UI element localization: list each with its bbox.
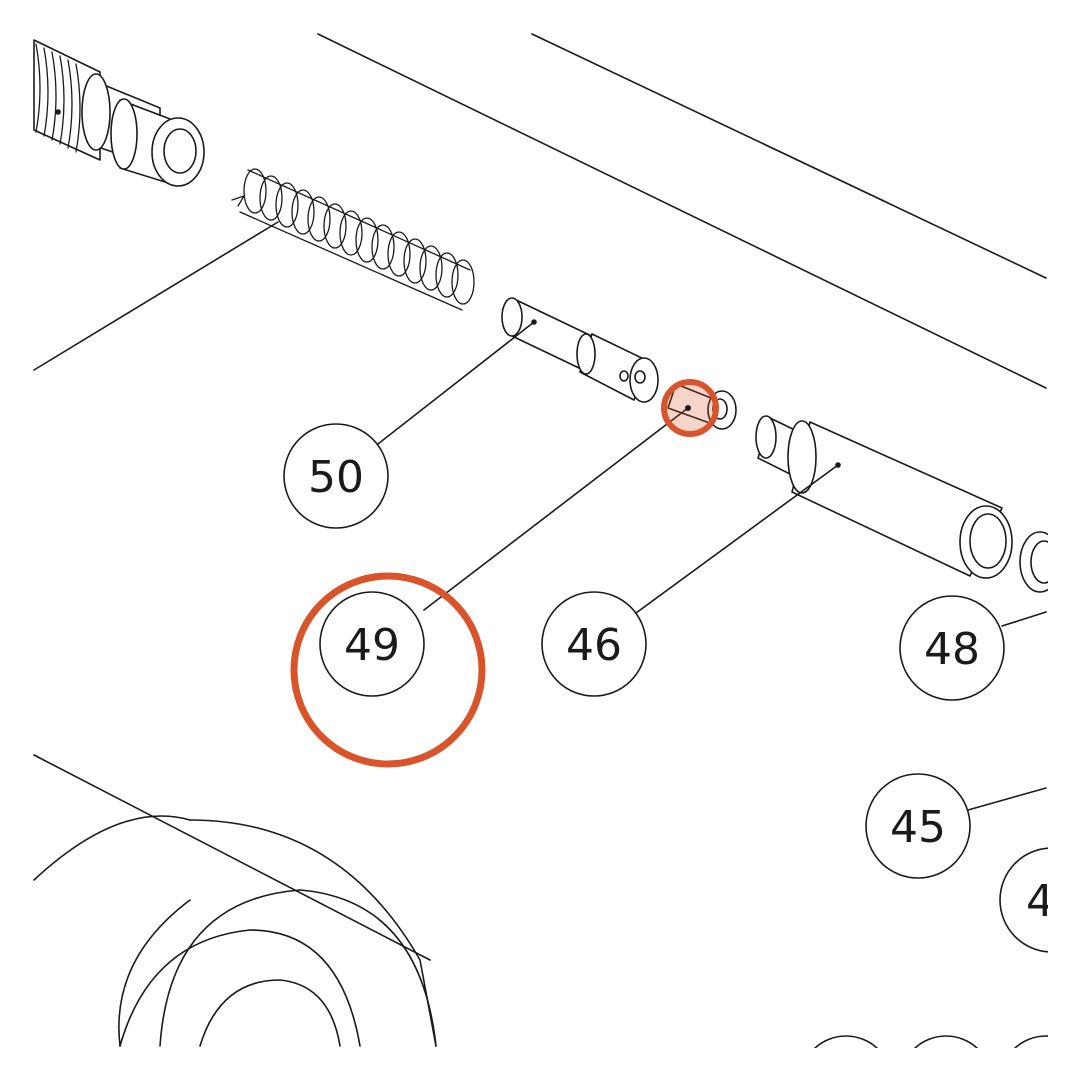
callout-49: 49 [319, 591, 425, 697]
highlight-callout-ring [290, 572, 486, 768]
callout-48: 48 [899, 595, 1005, 701]
leader-line-49 [423, 407, 689, 611]
leader-line-46 [631, 464, 839, 617]
part-48-ring [1019, 531, 1048, 593]
callout-46-label: 46 [566, 620, 622, 671]
large-cylinder-part [33, 815, 437, 1047]
callout-50-label: 50 [308, 452, 364, 503]
housing-edge-line [317, 33, 1047, 389]
leader-line-48 [1001, 611, 1047, 627]
callout-46: 46 [541, 591, 647, 697]
callout-45: 45 [865, 773, 971, 879]
housing-edge-line [531, 33, 1047, 279]
housing-edge-line [33, 754, 431, 961]
leader-line-50 [377, 321, 535, 445]
coil-spring-part [231, 168, 475, 311]
callout-49-label: 49 [344, 620, 400, 671]
callout-cropped-label: 4 [1026, 876, 1054, 927]
threaded-barrel-part [33, 39, 205, 187]
part-46-sleeve [755, 415, 1013, 579]
callout-48-label: 48 [924, 624, 980, 675]
part-49-leader-dot [685, 405, 691, 411]
leader-line-45 [967, 787, 1047, 811]
callout-cropped: 4 [999, 847, 1054, 953]
callout-45-label: 45 [890, 802, 946, 853]
highlight-49 [290, 379, 719, 768]
leader-line [33, 221, 279, 371]
part-50-pin [501, 297, 659, 403]
cropped-bubbles-bottom [813, 1035, 1048, 1048]
callout-50: 50 [283, 423, 389, 529]
